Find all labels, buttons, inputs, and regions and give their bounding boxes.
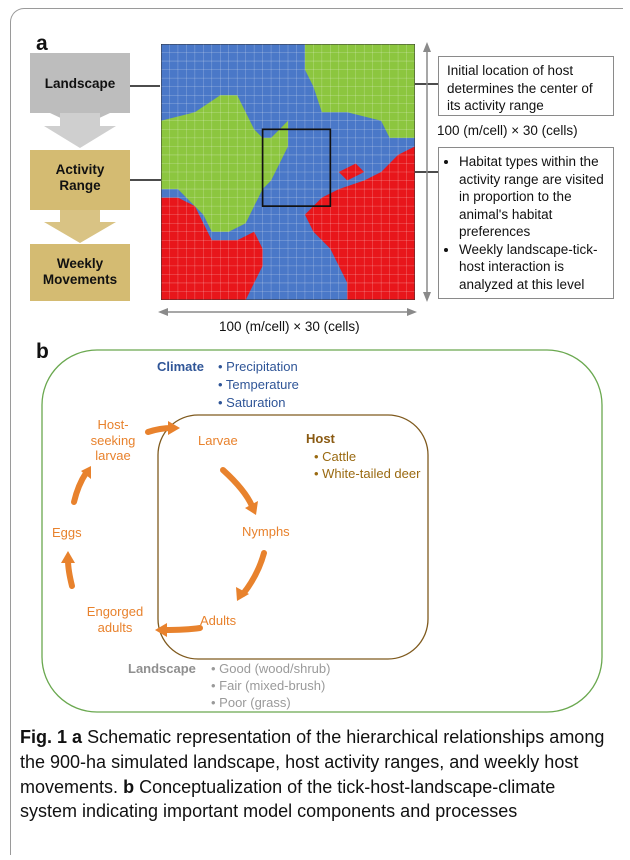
host-title: Host [306, 431, 335, 446]
panel-b-shapes [41, 349, 603, 713]
panel-b-label: b [36, 340, 49, 363]
caption-fig-label: Fig. 1 [20, 727, 68, 747]
caption-b-text: Conceptualization of the tick-host-lands… [20, 776, 556, 822]
landscape-grid [161, 44, 415, 300]
stage-larvae: Larvae [198, 433, 238, 448]
landscape-box [30, 53, 130, 127]
movements-box [30, 244, 130, 301]
stage-host-seeking-larvae: Host- seeking larvae [90, 417, 136, 464]
stage-nymphs: Nymphs [242, 524, 290, 539]
arrowhead-3 [236, 587, 249, 601]
arrow-eggs-hostseeking [71, 470, 89, 505]
landscape-item-good: • Good (wood/shrub) [211, 661, 331, 676]
arrow-engorged-eggs [65, 557, 75, 589]
dim-vertical-arrow-top [423, 42, 431, 52]
climate-title: Climate [157, 359, 204, 374]
step-weekly-movements: Weekly Movements [42, 256, 118, 288]
callout-bullet-weekly: Weekly landscape-tick-host interaction i… [459, 241, 607, 294]
landscape-arrow [44, 113, 116, 148]
step-landscape: Landscape [44, 76, 116, 91]
dim-horizontal-arrow-right [407, 308, 417, 316]
stage-eggs: Eggs [52, 525, 82, 540]
climate-boundary [41, 349, 603, 713]
arrowhead-4 [155, 623, 167, 637]
callout-bullet-habitat: Habitat types within the activity range … [459, 153, 607, 241]
dim-vertical-label: 100 (m/cell) × 30 (cells) [437, 123, 578, 138]
panel-a-label: a [36, 32, 48, 55]
climate-item-precipitation: • Precipitation [218, 359, 298, 374]
arrow-larvae-nymphs [220, 467, 255, 509]
dim-horizontal-arrow-left [158, 308, 168, 316]
host-boundary [157, 414, 429, 660]
landscape-item-poor: • Poor (grass) [211, 695, 291, 710]
activity-arrow [44, 210, 116, 243]
activity-box [30, 150, 130, 210]
host-item-deer: • White-tailed deer [314, 466, 421, 481]
arrowhead-6 [81, 466, 91, 479]
caption-a-label: a [72, 727, 83, 747]
stage-engorged-adults: Engorged adults [86, 604, 144, 635]
dim-vertical-arrow-bottom [423, 292, 431, 302]
climate-item-saturation: • Saturation [218, 395, 286, 410]
figure-frame [10, 8, 623, 855]
climate-item-temperature: • Temperature [218, 377, 299, 392]
figure-caption: Fig. 1 a Schematic representation of the… [20, 725, 610, 824]
callout-habitat: Habitat types within the activity range … [438, 147, 614, 299]
caption-b-label: b [123, 776, 135, 797]
callout-initial-location: Initial location of host determines the … [438, 56, 614, 116]
arrow-adults-engorged [161, 625, 203, 633]
arrowhead-5 [61, 551, 75, 563]
landscape-item-fair: • Fair (mixed-brush) [211, 678, 326, 693]
step-activity-range: Activity Range [55, 162, 105, 194]
caption-a-text: Schematic representation of the hierarch… [20, 727, 605, 797]
host-item-cattle: • Cattle [314, 449, 357, 464]
arrowhead-1 [168, 421, 180, 435]
landscape-title: Landscape [128, 661, 196, 676]
stage-adults: Adults [200, 613, 237, 628]
arrow-nymphs-adults [240, 550, 267, 597]
dim-horizontal-label: 100 (m/cell) × 30 (cells) [219, 319, 360, 334]
arrowhead-2 [245, 501, 258, 515]
